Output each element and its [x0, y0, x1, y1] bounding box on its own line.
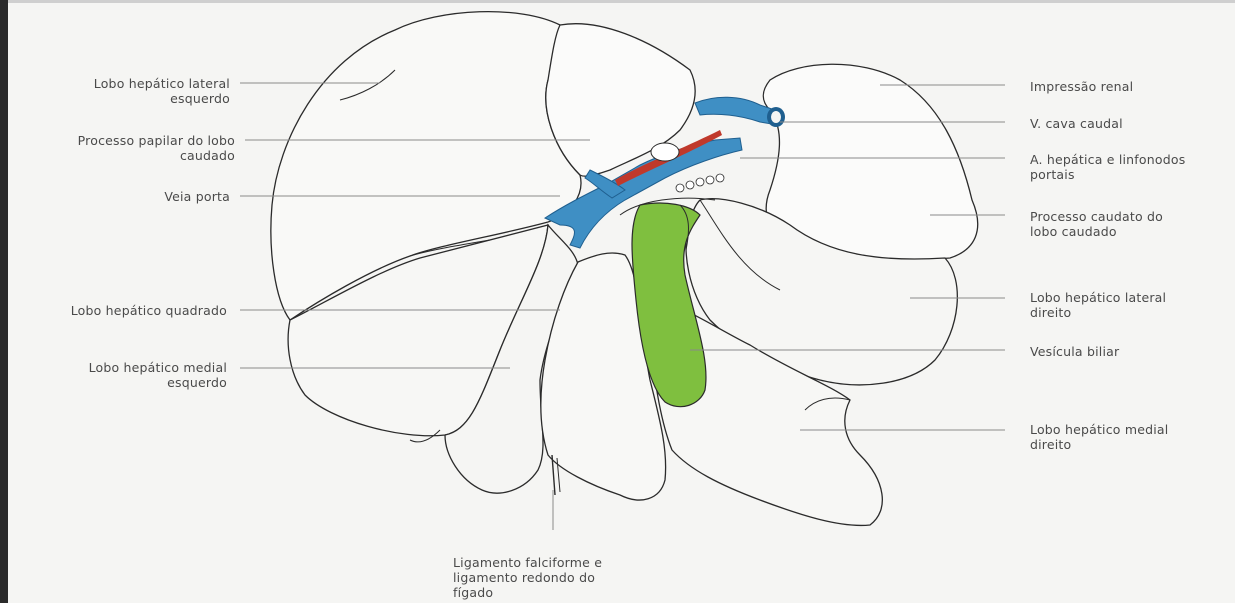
label-lobo-lateral-direito: Lobo hepático lateral direito: [1030, 290, 1166, 320]
label-lobo-medial-direito: Lobo hepático medial direito: [1030, 422, 1168, 452]
bile-duct-nodes: [676, 174, 724, 192]
label-lobo-lateral-esquerdo: Lobo hepático lateral esquerdo: [94, 76, 230, 106]
label-hepatica-linfonodos: A. hepática e linfonodos portais: [1030, 152, 1185, 182]
label-lobo-quadrado: Lobo hepático quadrado: [71, 303, 227, 318]
label-vesicula-biliar: Vesícula biliar: [1030, 344, 1119, 359]
caudal-vena-cava-lumen: [771, 111, 781, 123]
label-processo-caudato: Processo caudato do lobo caudado: [1030, 209, 1163, 239]
label-impressao-renal: Impressão renal: [1030, 79, 1133, 94]
portal-lymph-node: [651, 143, 679, 161]
label-ligamento: Ligamento falciforme e ligamento redondo…: [453, 555, 602, 600]
label-cava-caudal: V. cava caudal: [1030, 116, 1123, 131]
label-processo-papilar: Processo papilar do lobo caudado: [78, 133, 235, 163]
label-lobo-medial-esquerdo: Lobo hepático medial esquerdo: [89, 360, 227, 390]
label-veia-porta: Veia porta: [164, 189, 230, 204]
